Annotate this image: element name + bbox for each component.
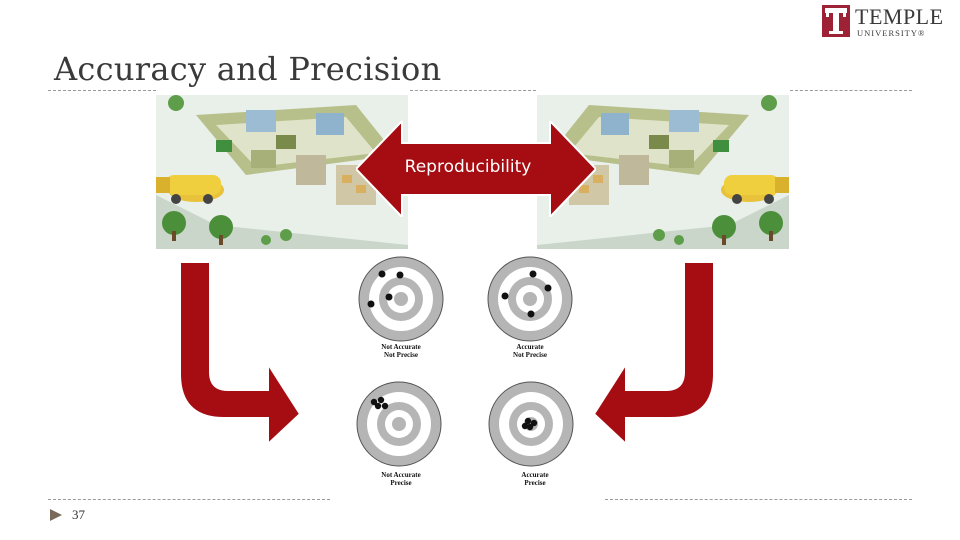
target-label-1: Not Accurate Not Precise — [346, 343, 456, 359]
title-divider-left — [48, 90, 156, 91]
target-not-accurate-precise-icon — [356, 381, 442, 467]
target-label-1-line2: Not Precise — [384, 351, 418, 359]
title-divider-right — [790, 90, 912, 91]
target-label-2-line1: Accurate — [516, 343, 544, 351]
slide-title: Accuracy and Precision — [54, 50, 442, 88]
page-number: 37 — [72, 507, 85, 522]
target-label-4: Accurate Precise — [480, 471, 590, 487]
target-label-3-line2: Precise — [390, 479, 412, 487]
right-curved-down-left-arrow-icon — [592, 262, 715, 447]
target-label-2-line2: Not Precise — [513, 351, 547, 359]
target-label-1-line1: Not Accurate — [381, 343, 421, 351]
footer-divider-left — [48, 499, 330, 500]
temple-university-logo: TEMPLE UNIVERSITY® — [822, 4, 947, 41]
temple-t-logo-icon — [822, 5, 850, 37]
reproducibility-label: Reproducibility — [404, 157, 532, 177]
target-label-2: Accurate Not Precise — [475, 343, 585, 359]
target-label-3: Not Accurate Precise — [346, 471, 456, 487]
footer-divider-right — [605, 499, 912, 500]
target-accurate-precise-icon — [488, 381, 574, 467]
title-divider-middle — [410, 90, 536, 91]
triangle-bullet-icon — [50, 509, 62, 521]
reproducibility-double-arrow-icon — [356, 121, 596, 217]
target-not-accurate-not-precise-icon — [358, 256, 444, 342]
logo-wordmark: TEMPLE — [855, 4, 944, 29]
left-curved-down-right-arrow-icon — [179, 262, 302, 447]
target-label-3-line1: Not Accurate — [381, 471, 421, 479]
target-label-4-line2: Precise — [524, 479, 546, 487]
target-accurate-not-precise-icon — [487, 256, 573, 342]
logo-subtext: UNIVERSITY® — [857, 28, 926, 38]
target-label-4-line1: Accurate — [521, 471, 549, 479]
factory-illustration-right — [537, 95, 789, 249]
